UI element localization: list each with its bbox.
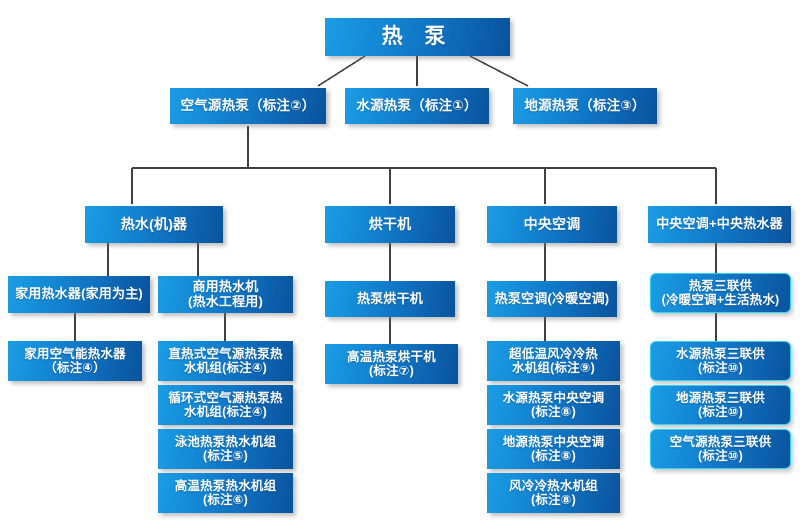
node-commercial-water-heater[interactable]: 商用热水机 (热水工程用) <box>158 276 293 313</box>
node-home-air-energy-water-heater[interactable]: 家用空气能热水器 （标注④） <box>8 341 142 381</box>
node-pool-heat-pump-unit[interactable]: 泳池热泵热水机组 (标注⑤) <box>158 429 293 469</box>
node-ground-source-heat-pump[interactable]: 地源热泵（标注③） <box>513 88 657 124</box>
node-tri-generation[interactable]: 热泵三联供 (冷暖空调+生活热水) <box>650 273 791 313</box>
node-ground-source-tri-generation[interactable]: 地源热泵三联供 (标注⑩) <box>650 385 791 425</box>
node-home-water-heater[interactable]: 家用热水器(家用为主) <box>8 276 150 313</box>
node-direct-heating-unit[interactable]: 直热式空气源热泵热 水机组(标注④) <box>158 341 293 381</box>
node-air-cooled-unit[interactable]: 风冷冷热水机组 (标注⑧) <box>487 473 620 513</box>
node-water-heater[interactable]: 热水(机)器 <box>85 206 223 243</box>
node-ultra-low-temp-unit[interactable]: 超低温风冷冷热 水机组(标注⑨) <box>487 341 620 381</box>
node-high-temp-heat-pump-unit[interactable]: 高温热泵热水机组 (标注⑥) <box>158 473 293 513</box>
node-high-temp-heat-pump-dryer[interactable]: 高温热泵烘干机 (标注⑦) <box>325 344 458 384</box>
node-central-ac[interactable]: 中央空调 <box>487 206 617 243</box>
node-ground-source-central-ac[interactable]: 地源热泵中央空调 (标注⑧) <box>487 429 620 469</box>
node-water-source-heat-pump[interactable]: 水源热泵（标注①） <box>345 88 489 124</box>
node-dryer[interactable]: 烘干机 <box>325 206 455 243</box>
node-air-source-heat-pump[interactable]: 空气源热泵（标注②） <box>170 88 326 124</box>
node-central-ac-plus-water-heater[interactable]: 中央空调+中央热水器 <box>648 206 791 243</box>
node-heat-pump-ac[interactable]: 热泵空调(冷暖空调) <box>487 281 617 317</box>
node-root[interactable]: 热 泵 <box>325 18 510 56</box>
node-heat-pump-dryer[interactable]: 热泵烘干机 <box>325 281 455 317</box>
node-circulating-unit[interactable]: 循环式空气源热泵热 水机组(标注④) <box>158 385 293 425</box>
node-air-source-tri-generation[interactable]: 空气源热泵三联供 (标注⑩) <box>650 429 791 469</box>
node-water-source-tri-generation[interactable]: 水源热泵三联供 (标注⑩) <box>650 341 791 381</box>
node-water-source-central-ac[interactable]: 水源热泵中央空调 (标注⑧) <box>487 385 620 425</box>
